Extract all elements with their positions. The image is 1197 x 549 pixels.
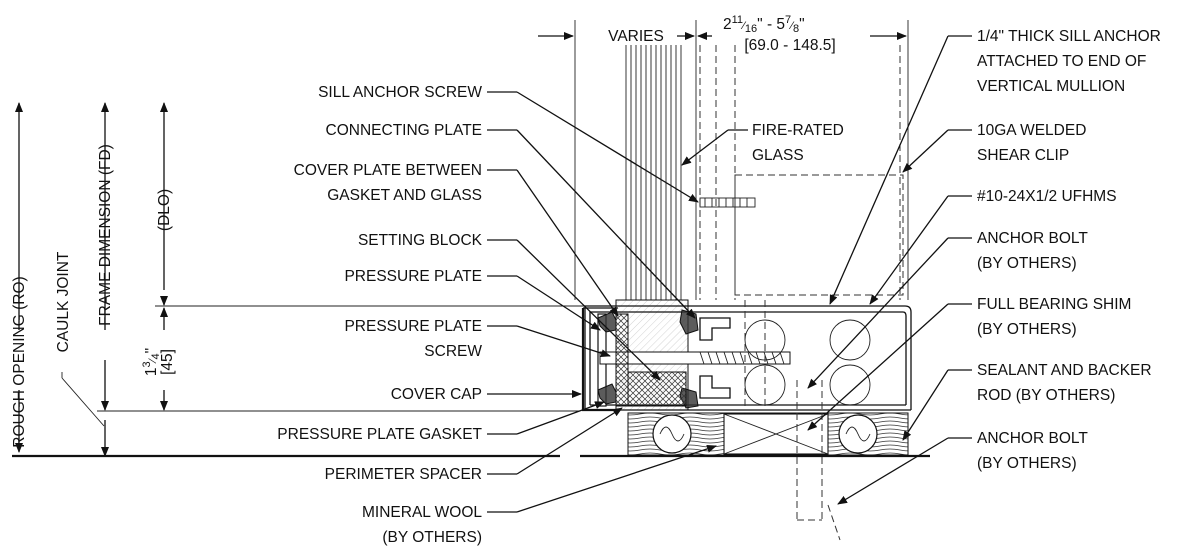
depth-inch: ": [799, 16, 805, 33]
anchor-bolt: [796, 380, 841, 541]
label-perimeter-spacer: PERIMETER SPACER: [325, 466, 482, 483]
perimeter-spacer: [615, 313, 629, 407]
depth-frac2-den: 8: [793, 23, 799, 35]
sill-frac-den: 4: [150, 353, 162, 359]
depth-dimension: [697, 20, 909, 300]
sill-anchor-screw: [699, 197, 756, 208]
label-sill-anchor-2: ATTACHED TO END OF: [977, 53, 1146, 70]
rough-opening-label: ROUGH OPENING (RO): [11, 276, 28, 447]
frame-dimension-label: FRAME DIMENSION (FD): [97, 144, 114, 326]
label-pressure-plate-screw-1: PRESSURE PLATE: [344, 318, 482, 335]
depth-sep: " - 5: [757, 16, 785, 33]
depth-frac2-num: 7: [785, 14, 791, 26]
depth-whole: 2: [723, 16, 732, 33]
pressure-plate-screw: [599, 351, 791, 365]
label-sill-anchor-3: VERTICAL MULLION: [977, 78, 1125, 95]
label-fire-rated-1: FIRE-RATED: [752, 122, 844, 139]
depth-metric: [69.0 - 148.5]: [744, 37, 835, 54]
sill-height-label: 13⁄4" [45]: [141, 348, 176, 376]
connecting-plate: [699, 317, 731, 399]
sill-inch: ": [143, 348, 160, 354]
label-anchor-bolt-b-1: ANCHOR BOLT: [977, 430, 1088, 447]
depth-label: 211⁄16" - 57⁄8" [69.0 - 148.5]: [723, 14, 836, 54]
label-shear-clip-2: SHEAR CLIP: [977, 147, 1069, 164]
vertical-mullion: [699, 45, 904, 300]
label-sill-anchor-screw: SILL ANCHOR SCREW: [318, 84, 482, 101]
label-sealant-2: ROD (BY OTHERS): [977, 387, 1115, 404]
label-anchor-bolt-a-2: (BY OTHERS): [977, 255, 1077, 272]
sill-frac-num: 3: [141, 361, 153, 367]
label-shear-clip-1: 10GA WELDED: [977, 122, 1086, 139]
varies-label: VARIES: [608, 28, 664, 45]
label-cover-cap: COVER CAP: [391, 386, 482, 403]
label-anchor-bolt-a-1: ANCHOR BOLT: [977, 230, 1088, 247]
caulk-joint-label: CAULK JOINT: [55, 251, 72, 352]
shear-clip: [744, 300, 871, 410]
label-mineral-wool-2: (BY OTHERS): [382, 529, 482, 546]
label-pressure-plate-screw-2: SCREW: [424, 343, 482, 360]
caulk-joint-dimension: [61, 360, 109, 457]
dlo-label: (DLO): [156, 189, 173, 231]
depth-frac-num: 11: [732, 14, 743, 26]
label-anchor-bolt-b-2: (BY OTHERS): [977, 455, 1077, 472]
svg-text:211⁄16" - 57⁄8": 211⁄16" - 57⁄8": [723, 14, 805, 35]
label-cover-plate-1: COVER PLATE BETWEEN: [294, 162, 482, 179]
label-cover-plate-2: GASKET AND GLASS: [327, 187, 482, 204]
label-sealant-1: SEALANT AND BACKER: [977, 362, 1152, 379]
label-setting-block: SETTING BLOCK: [358, 232, 483, 249]
sill-whole: 1: [143, 367, 160, 376]
varies-dimension: [538, 20, 697, 300]
label-fire-rated-2: GLASS: [752, 147, 804, 164]
label-shim-2: (BY OTHERS): [977, 321, 1077, 338]
label-mineral-wool-1: MINERAL WOOL: [362, 504, 482, 521]
label-pressure-plate: PRESSURE PLATE: [344, 268, 482, 285]
label-ufhms: #10-24X1/2 UFHMS: [977, 188, 1117, 205]
leaders-right: [681, 35, 972, 505]
label-pressure-plate-gasket: PRESSURE PLATE GASKET: [277, 426, 482, 443]
sill-metric: [45]: [159, 349, 176, 375]
bearing-shim: [723, 413, 829, 455]
leaders-left: [487, 91, 717, 513]
label-sill-anchor-1: 1/4" THICK SILL ANCHOR: [977, 28, 1161, 45]
svg-text:13⁄4": 13⁄4": [141, 348, 162, 376]
depth-frac-den: 16: [745, 23, 757, 35]
label-shim-1: FULL BEARING SHIM: [977, 296, 1131, 313]
label-connecting-plate: CONNECTING PLATE: [326, 122, 482, 139]
